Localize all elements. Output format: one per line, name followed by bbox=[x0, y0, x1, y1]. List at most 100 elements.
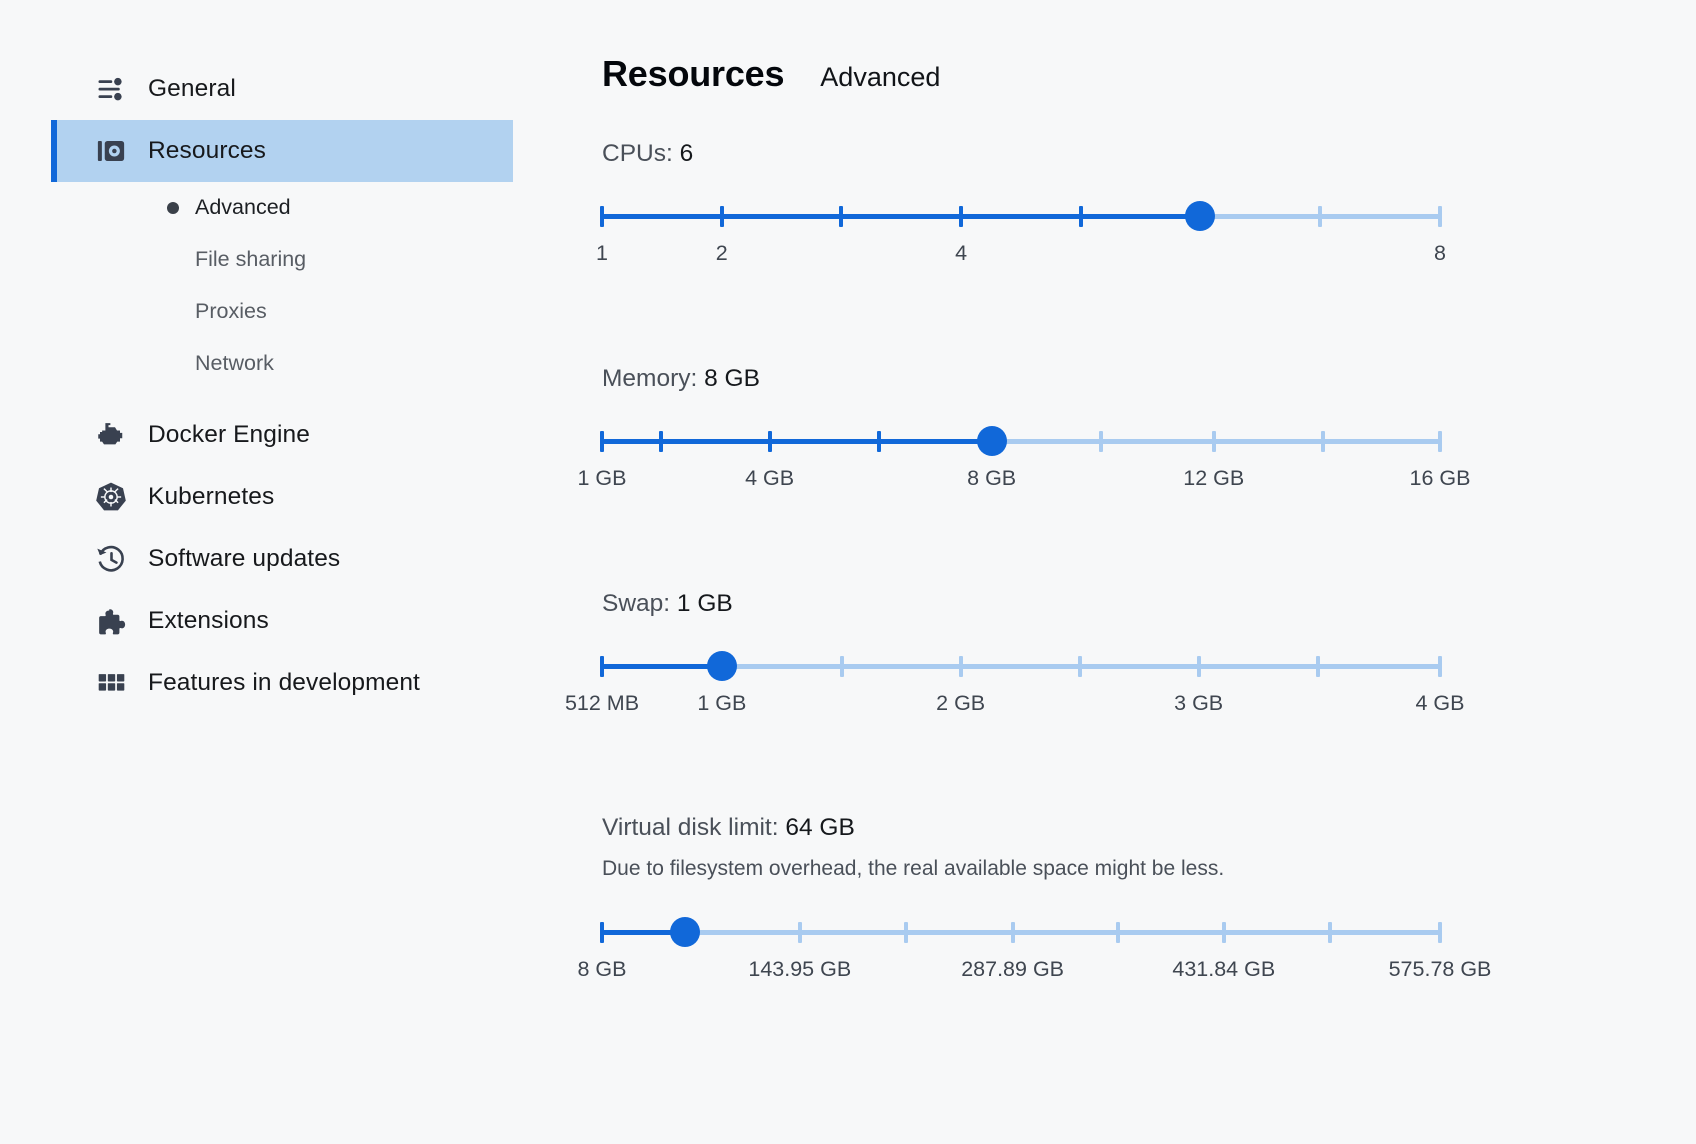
sidebar-item-features-in-development[interactable]: Features in development bbox=[57, 652, 513, 714]
slider-tick bbox=[719, 205, 724, 227]
slider-tick bbox=[904, 921, 909, 943]
slider-tick-label: 3 GB bbox=[1174, 690, 1224, 715]
slider-tick bbox=[1438, 655, 1442, 677]
virtual-disk-slider[interactable] bbox=[600, 917, 1442, 947]
slider-tick-label: 4 GB bbox=[1415, 690, 1465, 715]
slider-thumb[interactable] bbox=[706, 651, 737, 681]
slider-tick bbox=[1010, 921, 1015, 943]
slider-tick-label: 16 GB bbox=[1409, 465, 1471, 490]
slider-track[interactable] bbox=[602, 438, 1440, 444]
slider-tick-label: 8 GB bbox=[967, 465, 1017, 490]
kubernetes-helm-icon bbox=[94, 480, 128, 514]
slider-tick-label: 1 GB bbox=[577, 465, 627, 490]
virtual-disk-note: Due to filesystem overhead, the real ava… bbox=[602, 856, 1225, 880]
sidebar-item-label: Docker Engine bbox=[148, 420, 310, 448]
slider-tick-label: 8 bbox=[1434, 240, 1446, 265]
slider-tick bbox=[839, 205, 844, 227]
slider-track-fill bbox=[602, 438, 992, 444]
slider-tick bbox=[1328, 921, 1333, 943]
slider-tick bbox=[1116, 921, 1121, 943]
engine-icon bbox=[94, 418, 128, 452]
slider-tick-label: 2 GB bbox=[936, 690, 986, 715]
sidebar-item-label: Resources bbox=[148, 136, 267, 164]
virtual-disk-section: Virtual disk limit: 64 GB Due to filesys… bbox=[578, 814, 1667, 989]
cpus-slider[interactable] bbox=[600, 201, 1442, 231]
slider-tick-label: 575.78 GB bbox=[1388, 956, 1492, 981]
sidebar-item-label: Features in development bbox=[148, 668, 420, 696]
slider-tick-label: 2 bbox=[715, 240, 728, 265]
bullet-placeholder-icon bbox=[167, 254, 179, 266]
slider-track[interactable] bbox=[602, 663, 1440, 669]
slider-tick bbox=[958, 655, 963, 677]
sidebar-subitem-advanced[interactable]: Advanced bbox=[57, 182, 575, 234]
slider-tick bbox=[1078, 205, 1083, 227]
slider-tick-label: 1 bbox=[596, 240, 608, 265]
sidebar-subitem-proxies[interactable]: Proxies bbox=[57, 286, 575, 338]
sidebar-subitem-file-sharing[interactable]: File sharing bbox=[57, 234, 575, 286]
sidebar-item-extensions[interactable]: Extensions bbox=[57, 590, 513, 652]
slider-tick bbox=[1077, 655, 1082, 677]
slider-tick bbox=[767, 430, 772, 452]
slider-tick bbox=[1221, 921, 1226, 943]
slider-track[interactable] bbox=[602, 929, 1440, 935]
virtual-disk-label: Virtual disk limit: 64 GB bbox=[602, 814, 855, 841]
slider-thumb[interactable] bbox=[1185, 201, 1216, 231]
slider-tick bbox=[1315, 655, 1320, 677]
sidebar-subitem-label: File sharing bbox=[195, 247, 307, 272]
sidebar-item-label: Kubernetes bbox=[148, 482, 275, 510]
slider-tick-label: 12 GB bbox=[1183, 465, 1245, 490]
virtual-disk-value: 64 GB bbox=[785, 814, 855, 841]
sidebar-item-label: Extensions bbox=[148, 606, 269, 634]
slider-track-fill bbox=[602, 663, 722, 669]
sidebar-item-label: General bbox=[148, 74, 236, 102]
slider-tick bbox=[1196, 655, 1201, 677]
cpus-label: CPUs: 6 bbox=[602, 140, 694, 167]
slider-tick bbox=[797, 921, 802, 943]
slider-tick bbox=[1320, 430, 1325, 452]
slider-thumb[interactable] bbox=[976, 426, 1007, 456]
puzzle-piece-icon bbox=[94, 604, 128, 638]
slider-tick-label: 1 GB bbox=[697, 690, 747, 715]
bullet-placeholder-icon bbox=[167, 306, 179, 318]
slider-tick bbox=[659, 430, 664, 452]
slider-tick bbox=[1211, 430, 1216, 452]
bullet-placeholder-icon bbox=[167, 358, 179, 370]
sidebar-item-label: Software updates bbox=[148, 544, 341, 572]
memory-section: Memory: 8 GB 1 GB 4 GB 8 GB 12 GB 16 GB bbox=[578, 365, 1667, 498]
slider-tick bbox=[1318, 205, 1323, 227]
cpus-value: 6 bbox=[679, 140, 694, 167]
slider-tick-label: 287.89 GB bbox=[961, 956, 1065, 981]
slider-tick-label: 8 GB bbox=[577, 956, 627, 981]
clock-history-icon bbox=[94, 542, 128, 576]
sidebar-subitem-label: Network bbox=[195, 351, 274, 376]
sidebar-subitem-label: Proxies bbox=[195, 299, 267, 324]
slider-tick bbox=[600, 921, 604, 943]
swap-value: 1 GB bbox=[676, 590, 733, 617]
sidebar-item-docker-engine[interactable]: Docker Engine bbox=[57, 404, 513, 466]
page-subtitle: Advanced bbox=[820, 62, 941, 92]
sidebar-subitem-network[interactable]: Network bbox=[57, 338, 575, 390]
sidebar-item-software-updates[interactable]: Software updates bbox=[57, 528, 513, 590]
sliders-icon bbox=[94, 72, 128, 106]
memory-slider[interactable] bbox=[600, 426, 1442, 456]
settings-sidebar: General Resources Advanced File sharing bbox=[0, 0, 575, 1144]
sidebar-item-general[interactable]: General bbox=[57, 58, 513, 120]
slider-tick bbox=[1438, 430, 1442, 452]
slider-tick bbox=[1438, 205, 1442, 227]
slider-tick bbox=[1438, 921, 1442, 943]
slider-tick-label: 143.95 GB bbox=[748, 956, 852, 981]
slider-thumb[interactable] bbox=[669, 917, 700, 947]
sidebar-item-resources[interactable]: Resources bbox=[51, 120, 513, 182]
slider-tick bbox=[600, 655, 604, 677]
sidebar-item-kubernetes[interactable]: Kubernetes bbox=[57, 466, 513, 528]
slider-tick-label: 4 GB bbox=[745, 465, 795, 490]
memory-label: Memory: 8 GB bbox=[602, 365, 760, 392]
slider-tick bbox=[839, 655, 844, 677]
swap-slider[interactable] bbox=[600, 651, 1442, 681]
spacer bbox=[0, 390, 575, 404]
